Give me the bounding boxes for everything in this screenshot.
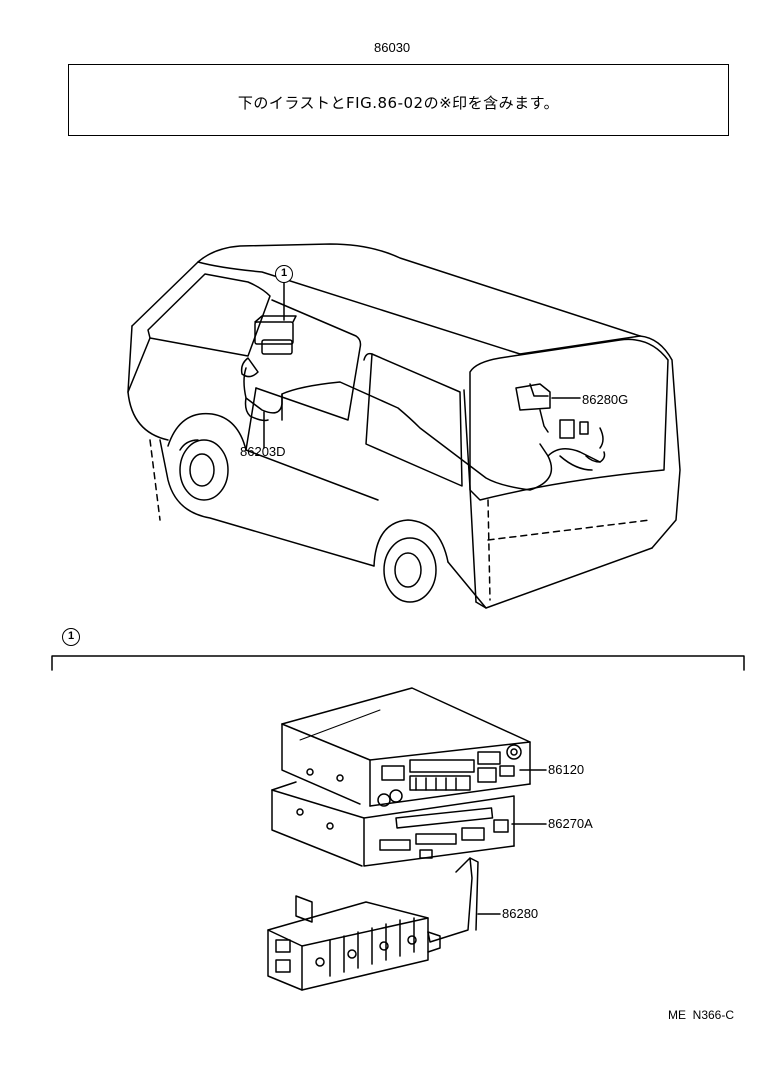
van-illustration (127, 243, 681, 609)
label-86280G: 86280G (582, 392, 629, 407)
radio-unit-illustration (281, 687, 547, 807)
label-86203D: 86203D (240, 444, 286, 459)
drawing-code: ME N366-C (668, 1008, 735, 1022)
assembly-part-number: 86030 (374, 40, 411, 55)
cassette-unit-illustration (271, 781, 547, 867)
amplifier-illustration (267, 857, 501, 991)
callout-1-vehicle: 1 (275, 265, 293, 283)
label-86280: 86280 (502, 906, 539, 921)
callout-1-detail: 1 (62, 628, 80, 646)
label-86270A: 86270A (548, 816, 593, 831)
label-86120: 86120 (548, 762, 585, 777)
note-text: 下のイラストとFIG.86-02の※印を含みます。 (237, 94, 560, 112)
note-box: 下のイラストとFIG.86-02の※印を含みます。 (68, 64, 729, 136)
